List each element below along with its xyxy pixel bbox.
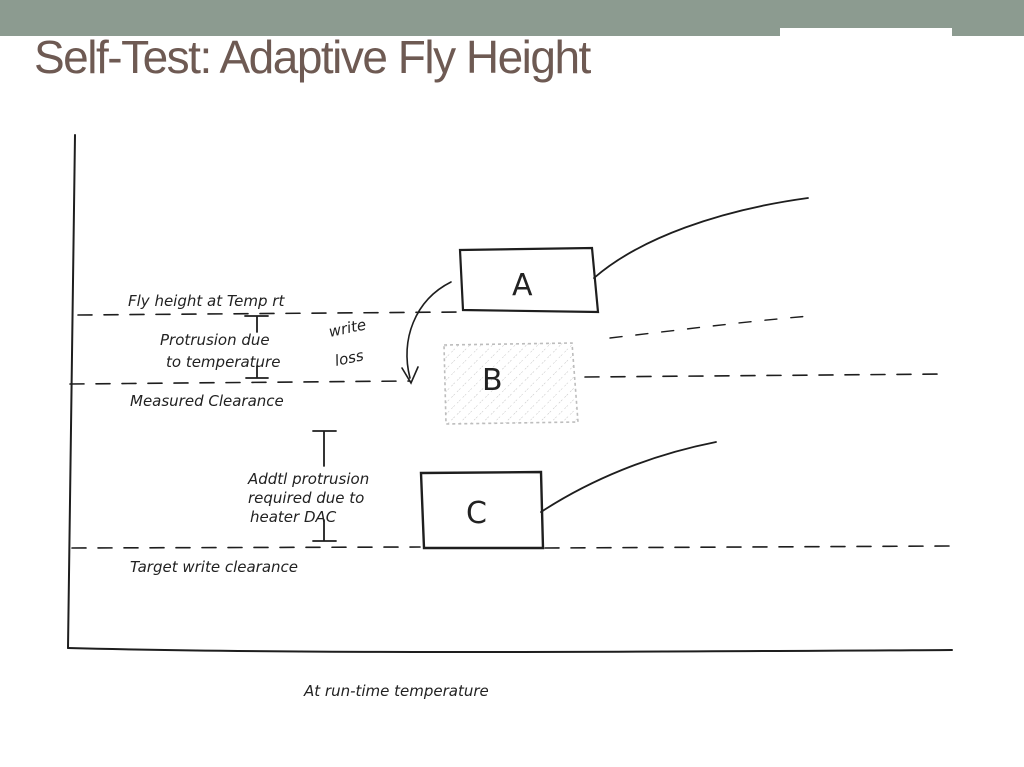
title-notch xyxy=(780,28,952,38)
protrusion-label-line1: Protrusion due xyxy=(160,331,270,349)
arrow-a-to-b xyxy=(406,281,452,379)
target-clearance-line xyxy=(71,546,421,549)
box-c-curve xyxy=(540,441,717,513)
measured-clearance-line xyxy=(69,380,411,385)
y-axis xyxy=(67,134,76,649)
addtl-protrusion-label-line3: heater DAC xyxy=(250,508,337,526)
arrow-a-to-b-head xyxy=(401,366,419,385)
x-axis xyxy=(67,647,953,653)
box-c: C xyxy=(419,470,545,550)
addtl-protrusion-label-line1: Addtl protrusion xyxy=(247,470,369,488)
box-a-curve xyxy=(593,197,809,279)
measured-clearance-line-right xyxy=(584,373,946,378)
heater-dac-bracket xyxy=(312,430,337,542)
box-a: A xyxy=(458,246,600,314)
box-b: B xyxy=(443,342,579,425)
box-a-letter: A xyxy=(512,268,533,303)
addtl-protrusion-label-line2: required due to xyxy=(248,489,364,507)
measured-clearance-label: Measured Clearance xyxy=(130,392,284,410)
fly-height-label: Fly height at Temp rt xyxy=(128,292,285,310)
target-clearance-line-right xyxy=(544,545,951,549)
fly-height-line-right xyxy=(609,315,811,339)
protrusion-label-line2: to temperature xyxy=(166,353,280,371)
write-loss-label-line1: write xyxy=(327,315,368,340)
fly-height-line xyxy=(77,311,461,316)
box-c-letter: C xyxy=(466,496,487,531)
x-axis-label: At run-time temperature xyxy=(303,682,489,700)
write-loss-label-line2: loss xyxy=(333,346,365,370)
box-b-letter: B xyxy=(482,363,503,398)
protrusion-bracket xyxy=(244,315,269,379)
target-clearance-label: Target write clearance xyxy=(130,558,298,576)
slide-title: Self-Test: Adaptive Fly Height xyxy=(34,31,591,83)
